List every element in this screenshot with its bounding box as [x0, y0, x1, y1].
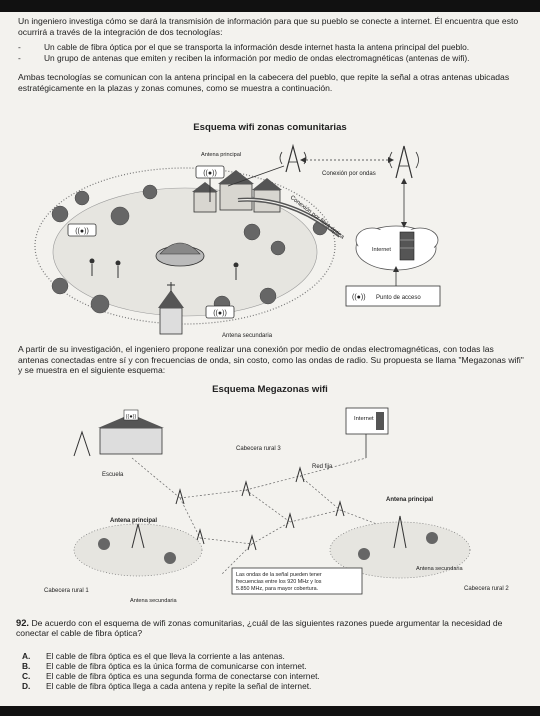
intro-paragraph-1: Un ingeniero investiga cómo se dará la t… — [18, 16, 519, 37]
label-antena-principal: Antena principal — [201, 152, 241, 158]
svg-text:((●)): ((●)) — [213, 310, 227, 317]
label-antena-secundaria: Antena secundaria — [222, 333, 273, 339]
house-icon — [193, 191, 217, 213]
exam-page: Un ingeniero investiga cómo se dará la t… — [0, 12, 540, 706]
question-text: De acuerdo con el esquema de wifi zonas … — [16, 618, 503, 639]
church-icon — [159, 307, 183, 335]
tree-icon — [110, 206, 130, 226]
frequency-note-box — [231, 567, 363, 595]
tower-icon — [131, 523, 145, 549]
tower-icon — [241, 480, 251, 497]
label-antena-principal-left: Antena principal — [110, 518, 157, 524]
antenna-secundaria-box — [205, 305, 235, 319]
label-internet-2: Internet — [354, 416, 374, 422]
middle-paragraph: A partir de su investigación, el ingenie… — [18, 344, 524, 376]
question-block: 92. De acuerdo con el esquema de wifi zo… — [16, 617, 528, 639]
note-line: frecuencias entre los 920 MHz y los — [236, 579, 322, 585]
label-punto-acceso: Punto de acceso — [376, 295, 421, 301]
bullet-text: Un cable de fibra óptica por el que se t… — [44, 42, 470, 52]
label-antena-principal-right: Antena principal — [386, 497, 433, 503]
tree-icon — [51, 277, 69, 295]
tree-icon — [164, 552, 176, 564]
bullet-text: Un grupo de antenas que emiten y reciben… — [44, 53, 470, 63]
figure2-diagram: ((●)) Escuela Internet Cabecera rural 3 … — [44, 407, 509, 604]
tree-icon — [74, 190, 90, 206]
option-key: D. — [22, 681, 31, 691]
top-scan-border — [0, 0, 540, 12]
houses-group — [192, 170, 282, 213]
server-icon — [376, 412, 384, 430]
svg-text:((●)): ((●)) — [75, 228, 89, 235]
intro-paragraph-2: Ambas tecnologías se comunican con la an… — [18, 72, 510, 93]
tower-icon — [175, 488, 185, 505]
bottom-scan-border — [0, 706, 540, 716]
tree-icon — [90, 294, 110, 314]
server-icon — [399, 231, 415, 261]
figure2-title: Esquema Megazonas wifi — [212, 384, 328, 395]
label-antena-secundaria-bottom: Antena secundaria — [130, 598, 178, 604]
tree-icon — [51, 205, 69, 223]
tower-icon — [295, 466, 305, 483]
tower-icon — [195, 528, 205, 545]
option-text: El cable de fibra óptica llega a cada an… — [46, 681, 312, 691]
svg-text:((●)): ((●)) — [126, 414, 137, 420]
option-text: El cable de fibra óptica es el que lleva… — [46, 651, 285, 661]
tree-icon — [98, 538, 110, 550]
tower-icon — [393, 515, 407, 549]
label-cabecera-2: Cabecera rural 2 — [464, 586, 509, 592]
label-conexion-ondas: Conexión por ondas — [322, 171, 376, 177]
access-point-box — [345, 285, 441, 307]
tree-icon — [142, 184, 158, 200]
label-escuela: Escuela — [102, 472, 124, 478]
kiosk-roof — [159, 242, 201, 255]
roof-shape — [192, 182, 218, 192]
label-cabecera-1: Cabecera rural 1 — [44, 588, 89, 594]
note-line: 5.850 MHz, para mayor cobertura. — [236, 586, 318, 592]
town-left — [73, 523, 203, 577]
antenna-towers — [175, 466, 345, 551]
tree-icon — [358, 548, 370, 560]
option-text: El cable de fibra óptica es la única for… — [46, 661, 307, 671]
house-icon — [219, 183, 253, 211]
tree-icon — [270, 240, 286, 256]
roof-shape — [218, 170, 254, 184]
tree-icon — [426, 532, 438, 544]
option-key: C. — [22, 671, 31, 681]
internet-cloud — [355, 225, 439, 271]
figure1-title: Esquema wifi zonas comunitarias — [193, 122, 347, 133]
label-red-fija: Red fija — [312, 464, 333, 470]
church-roof — [158, 290, 184, 308]
option-key: A. — [22, 651, 31, 661]
tower-icon — [335, 500, 345, 517]
wave-mesh — [131, 457, 383, 575]
option-text: El cable de fibra óptica es una segunda … — [46, 671, 320, 681]
figure1-diagram: ((●)) ((●)) ((●)) Antena principal Anten… — [34, 143, 441, 339]
svg-text:((●)): ((●)) — [203, 170, 217, 177]
label-cabecera-3: Cabecera rural 3 — [236, 446, 281, 452]
roof-shape — [252, 178, 282, 190]
tower-icon — [389, 145, 419, 179]
question-number: 92. — [16, 617, 30, 628]
people-group — [89, 258, 239, 280]
town-boundary — [34, 167, 336, 325]
tower-icon — [247, 534, 257, 551]
tree-icon — [243, 223, 261, 241]
tree-icon — [259, 287, 277, 305]
tower-icon — [285, 512, 295, 529]
note-line: Las ondas de la señal pueden tener — [236, 572, 322, 578]
label-internet: Internet — [372, 247, 391, 253]
school-icon: ((●)) — [73, 409, 164, 457]
option-key: B. — [22, 661, 31, 671]
antenna-box-left — [67, 223, 97, 237]
access-point-icon: ((●)) — [352, 294, 366, 301]
label-antena-secundaria-right: Antena secundaria — [416, 566, 464, 572]
